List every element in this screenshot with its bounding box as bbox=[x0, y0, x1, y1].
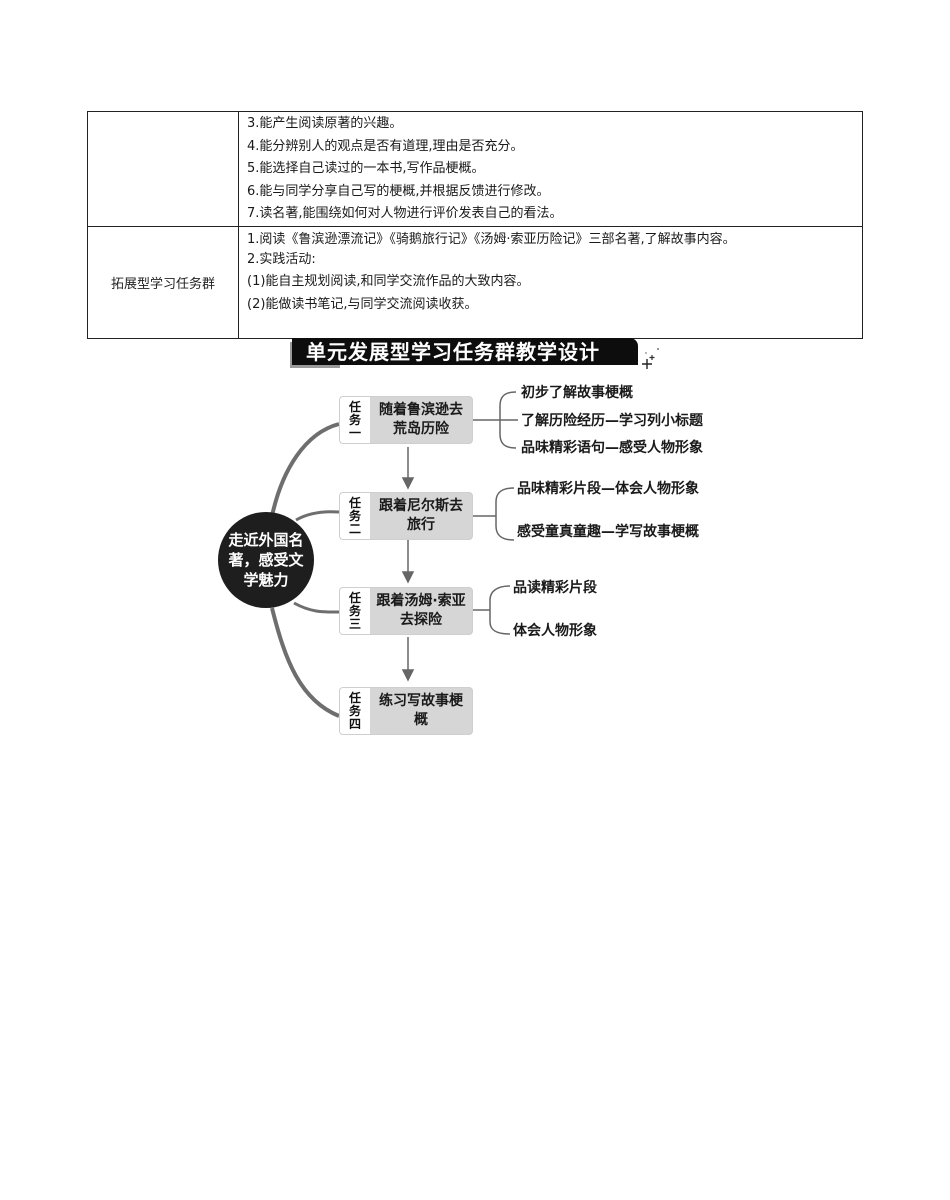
branch-item: 体会人物形象 bbox=[513, 623, 597, 639]
task-node-2: 任务二 跟着尼尔斯去旅行 bbox=[339, 492, 473, 540]
learning-goals-table: 3.能产生阅读原著的兴趣。 4.能分辨别人的观点是否有道理,理由是否充分。 5.… bbox=[87, 111, 863, 339]
goal-item: 1.阅读《鲁滨逊漂流记》《骑鹅旅行记》《汤姆·索亚历险记》三部名著,了解故事内容… bbox=[247, 231, 736, 247]
branch-item: 初步了解故事梗概 bbox=[521, 385, 633, 401]
branch-item: 了解历险经历—学习列小标题 bbox=[521, 413, 703, 429]
goal-item: 3.能产生阅读原著的兴趣。 bbox=[247, 116, 403, 131]
banner-bar bbox=[292, 338, 638, 365]
goal-item: 4.能分辨别人的观点是否有道理,理由是否充分。 bbox=[247, 138, 524, 154]
task-node-3: 任务三 跟着汤姆·索亚去探险 bbox=[339, 587, 473, 635]
goal-item: 5.能选择自己读过的一本书,写作品梗概。 bbox=[247, 161, 485, 176]
goal-item: (2)能做读书笔记,与同学交流阅读收获。 bbox=[247, 296, 478, 312]
goal-item: (1)能自主规划阅读,和同学交流作品的大致内容。 bbox=[247, 274, 530, 289]
branch-item: 感受童真童趣—学写故事梗概 bbox=[517, 524, 699, 540]
task-name: 练习写故事梗概 bbox=[379, 693, 463, 728]
task-name: 跟着汤姆·索亚去探险 bbox=[376, 593, 466, 628]
goal-item: 6.能与同学分享自己写的梗概,并根据反馈进行修改。 bbox=[247, 183, 550, 199]
task-name: 随着鲁滨逊去荒岛历险 bbox=[379, 402, 463, 437]
row-content: 1.阅读《鲁滨逊漂流记》《骑鹅旅行记》《汤姆·索亚历险记》三部名著,了解故事内容… bbox=[238, 225, 863, 339]
central-topic-text: 走近外国名著，感受文学魅力 bbox=[228, 531, 304, 589]
task-tag: 任务四 bbox=[348, 690, 361, 731]
branch-item: 品味精彩片段—体会人物形象 bbox=[517, 481, 699, 497]
goal-item: 2.实践活动: bbox=[247, 251, 316, 267]
sparkle-icon bbox=[642, 348, 659, 369]
branch-item: 品味精彩语句—感受人物形象 bbox=[521, 440, 703, 456]
task-tag: 任务一 bbox=[348, 399, 361, 440]
task-tag: 任务三 bbox=[348, 590, 361, 631]
goal-item: 7.读名著,能围绕如何对人物进行评价发表自己的看法。 bbox=[247, 206, 563, 221]
banner-title: 单元发展型学习任务群教学设计 bbox=[306, 340, 600, 364]
task-tag: 任务二 bbox=[348, 495, 361, 536]
section-banner: 单元发展型学习任务群教学设计 bbox=[290, 338, 638, 368]
branch-item: 品读精彩片段 bbox=[513, 580, 597, 596]
task-node-1: 任务一 随着鲁滨逊去荒岛历险 bbox=[339, 396, 473, 444]
table-row: 拓展型学习任务群 1.阅读《鲁滨逊漂流记》《骑鹅旅行记》《汤姆·索亚历险记》三部… bbox=[87, 225, 863, 339]
row-label bbox=[87, 111, 239, 227]
central-topic: 走近外国名著，感受文学魅力 bbox=[218, 512, 314, 608]
task-name: 跟着尼尔斯去旅行 bbox=[379, 498, 463, 533]
task-node-4: 任务四 练习写故事梗概 bbox=[339, 687, 473, 735]
